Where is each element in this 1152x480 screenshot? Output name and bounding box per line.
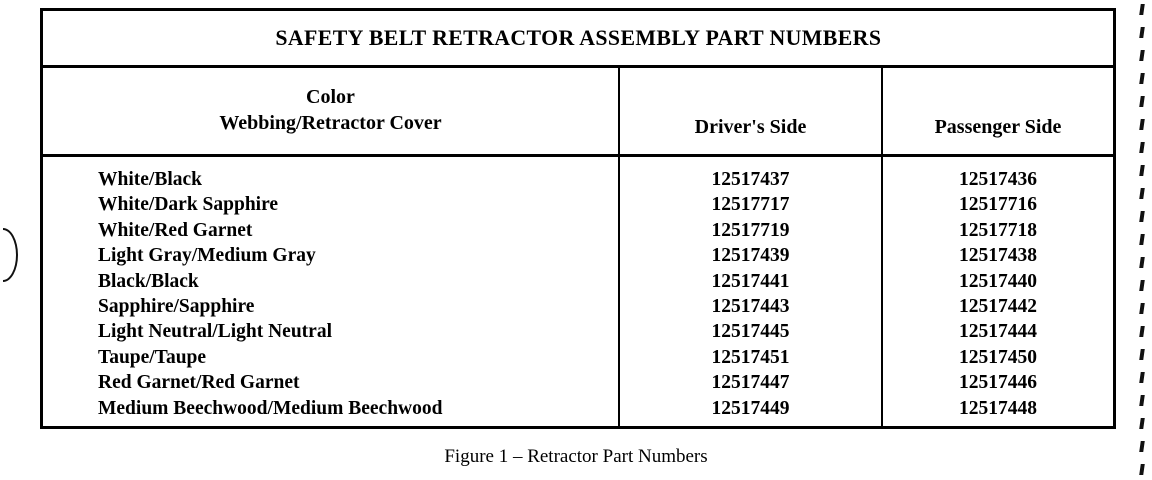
cell-drivers-side: 12517443: [711, 296, 790, 318]
column-header-color: Color Webbing/Retractor Cover: [43, 68, 618, 154]
cell-passenger-side: 12517718: [959, 219, 1037, 241]
cell-passenger-side: 12517442: [959, 296, 1037, 318]
cell-drivers-side: 12517441: [711, 270, 790, 292]
scan-edge-dash-marks: [1138, 0, 1152, 480]
cell-color: Sapphire/Sapphire: [98, 296, 255, 318]
retractor-part-numbers-table: SAFETY BELT RETRACTOR ASSEMBLY PART NUMB…: [40, 8, 1116, 429]
figure-caption: Figure 1 – Retractor Part Numbers: [444, 446, 708, 467]
column-cells-drivers-side: 12517437 12517717 12517719 12517439 12517441…: [618, 157, 881, 426]
cell-color: Light Neutral/Light Neutral: [98, 321, 332, 343]
cell-passenger-side: 12517444: [959, 321, 1037, 343]
cell-color: Red Garnet/Red Garnet: [98, 372, 300, 394]
cell-color: Light Gray/Medium Gray: [98, 245, 316, 267]
cell-drivers-side: 12517445: [711, 321, 790, 343]
cell-drivers-side: 12517717: [711, 194, 790, 216]
cell-drivers-side: 12517447: [711, 372, 790, 394]
cell-passenger-side: 12517716: [959, 194, 1037, 216]
cell-passenger-side: 12517448: [959, 397, 1037, 419]
cell-color: White/Dark Sapphire: [98, 194, 279, 216]
column-header-color-line1: Color: [306, 86, 355, 108]
cell-color: Medium Beechwood/Medium Beechwood: [98, 397, 443, 419]
column-cells-passenger-side: 12517436 12517716 12517718 12517438 12517440…: [881, 157, 1113, 426]
cell-color: White/Red Garnet: [98, 219, 253, 241]
cell-passenger-side: 12517446: [959, 372, 1037, 394]
cell-drivers-side: 12517451: [711, 346, 790, 368]
table-title: SAFETY BELT RETRACTOR ASSEMBLY PART NUMB…: [275, 24, 881, 50]
table-header-row: Color Webbing/Retractor Cover Driver's S…: [43, 68, 1113, 157]
cell-color: Taupe/Taupe: [98, 346, 207, 368]
column-header-color-line2: Webbing/Retractor Cover: [219, 112, 442, 134]
cell-passenger-side: 12517436: [959, 169, 1037, 190]
margin-arc-artifact: [3, 228, 18, 282]
cell-drivers-side: 12517719: [711, 219, 790, 241]
cell-drivers-side: 12517439: [711, 245, 790, 267]
cell-drivers-side: 12517437: [711, 169, 790, 190]
column-header-drivers-side: Driver's Side: [618, 68, 881, 154]
table-title-row: SAFETY BELT RETRACTOR ASSEMBLY PART NUMB…: [43, 11, 1113, 68]
cell-passenger-side: 12517450: [959, 346, 1037, 368]
column-header-passenger-side: Passenger Side: [881, 68, 1113, 154]
cell-color: White/Black: [98, 169, 203, 190]
cell-passenger-side: 12517440: [959, 270, 1037, 292]
cell-drivers-side: 12517449: [711, 397, 790, 419]
cell-color: Black/Black: [98, 270, 199, 292]
cell-passenger-side: 12517438: [959, 245, 1037, 267]
